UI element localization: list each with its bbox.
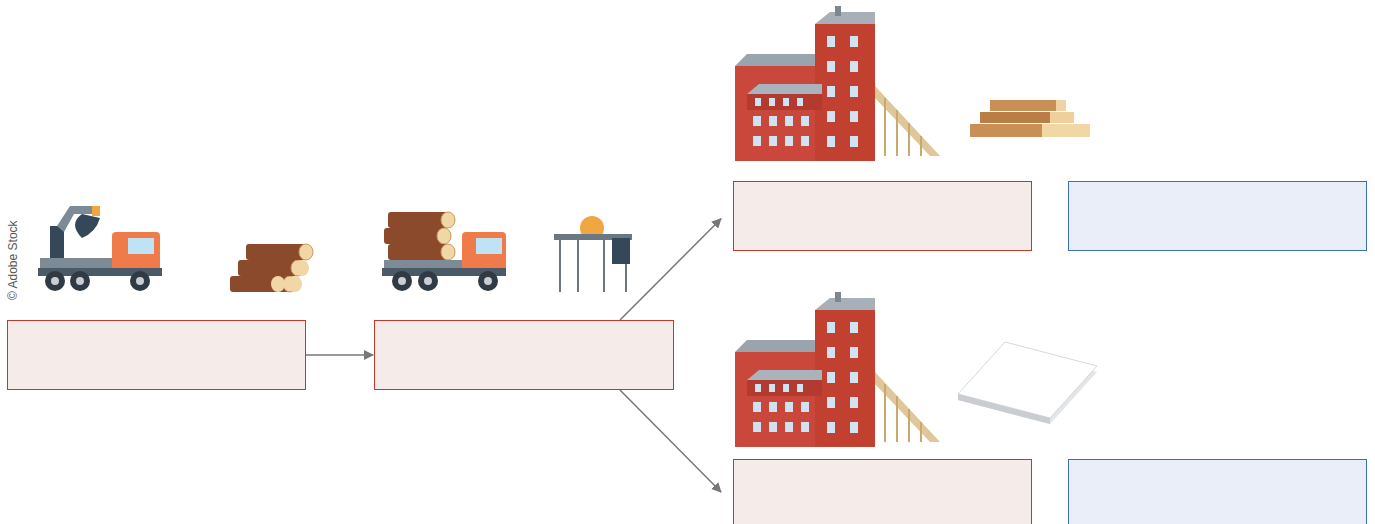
sawmill-factory: [735, 6, 940, 161]
plank-stack: [970, 100, 1090, 137]
crane-truck: [38, 206, 162, 291]
answer-box: [1068, 181, 1367, 251]
process-box: [374, 320, 674, 390]
answer-box: [1068, 459, 1367, 524]
process-box: [7, 320, 306, 390]
log-truck: [382, 212, 506, 291]
process-box: [733, 459, 1032, 524]
flow-arrow: [306, 354, 373, 356]
saw-table: [554, 216, 632, 292]
flow-arrow: [620, 219, 721, 320]
paper-stack: [958, 342, 1097, 424]
image-credit: © Adobe Stock: [6, 220, 20, 300]
log-pile: [230, 244, 313, 292]
flow-arrow: [620, 390, 721, 492]
paper-mill-factory: [735, 292, 940, 447]
process-box: [733, 181, 1032, 251]
